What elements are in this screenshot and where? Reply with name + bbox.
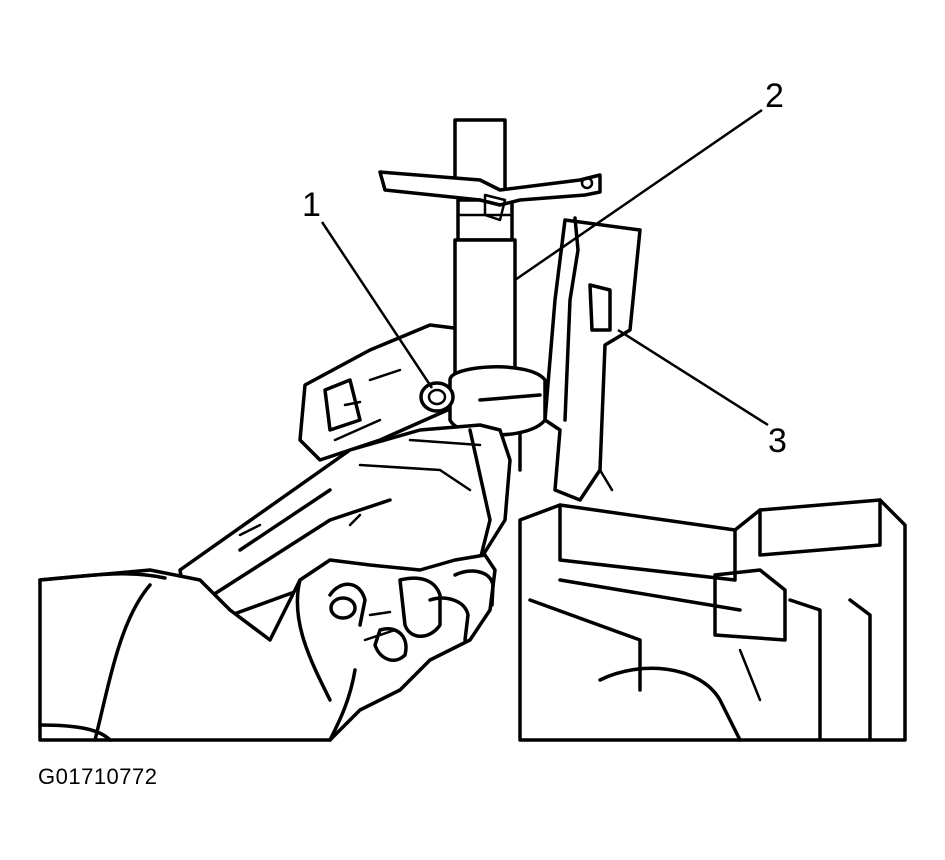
hand — [38, 553, 497, 742]
shaft-column — [453, 118, 517, 382]
mounting-plate — [298, 323, 472, 462]
bolt-part — [419, 381, 455, 413]
callout-label-2: 2 — [765, 77, 784, 115]
callout-label-3: 3 — [768, 422, 787, 460]
bracket-part — [518, 216, 642, 502]
housing-block — [518, 498, 907, 742]
callout-leaders — [320, 108, 769, 427]
callout-label-1: 1 — [302, 186, 321, 224]
leader-line-3 — [617, 328, 769, 427]
leader-line-2 — [514, 108, 763, 282]
figure-id: G01710772 — [38, 764, 158, 789]
leader-line-1 — [320, 221, 434, 389]
tool-crossbar — [378, 170, 602, 222]
